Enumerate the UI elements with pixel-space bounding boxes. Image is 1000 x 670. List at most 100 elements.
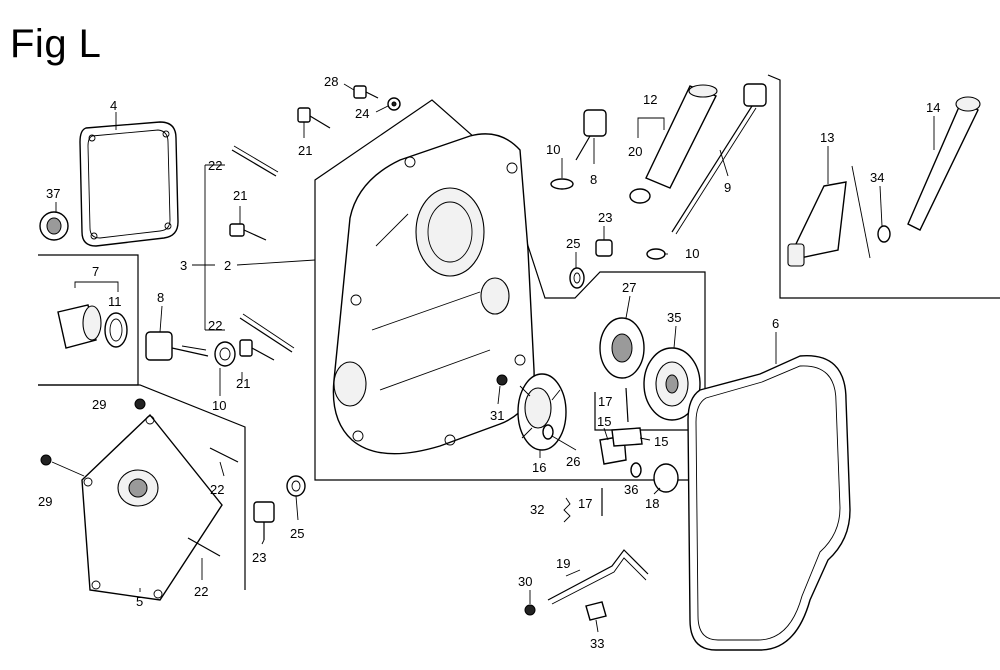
part-bolt-28 — [353, 85, 379, 99]
part-bearing-35 — [643, 347, 701, 421]
part-washer-10-top — [550, 178, 574, 190]
part-stud-22-lower-b — [187, 537, 221, 557]
part-weight-15-right — [611, 427, 643, 447]
callout-28: 28 — [324, 74, 338, 89]
part-bolt-21-top — [297, 107, 331, 129]
part-washer-34 — [877, 225, 891, 243]
callout-10-top: 10 — [546, 142, 560, 157]
part-washer-26 — [542, 424, 554, 440]
callout-29-lower: 29 — [38, 494, 52, 509]
leader-lines — [55, 83, 935, 633]
callout-33: 33 — [590, 636, 604, 651]
part-gasket-4 — [79, 121, 179, 247]
part-washer-10-left — [214, 341, 236, 367]
callout-21-top: 21 — [298, 143, 312, 158]
part-governor-arm-19 — [547, 549, 649, 605]
part-o-ring-11 — [104, 312, 128, 348]
callout-3: 3 — [180, 258, 187, 273]
part-bolt-8-right — [575, 109, 607, 161]
part-washer-10-right — [646, 248, 666, 260]
part-spring-32 — [563, 497, 571, 523]
callout-37: 37 — [46, 186, 60, 201]
part-nut-29-upper — [134, 398, 146, 410]
callout-10-left: 10 — [212, 398, 226, 413]
part-washer-25-lower — [286, 475, 306, 497]
callout-36: 36 — [624, 482, 638, 497]
callout-15-left: 15 — [597, 414, 611, 429]
callout-30: 30 — [518, 574, 532, 589]
part-side-cover-5 — [81, 413, 223, 601]
part-washer-25-mid — [569, 267, 585, 289]
callout-4: 4 — [110, 98, 117, 113]
callout-31: 31 — [490, 408, 504, 423]
part-nut-29-lower — [40, 454, 85, 477]
part-stud-22-lower-a — [209, 447, 239, 463]
part-oil-seal-37 — [39, 211, 69, 241]
figure-title: Fig L — [10, 22, 102, 66]
part-nut-24 — [387, 97, 401, 111]
part-stud-22-upper — [231, 145, 279, 177]
callout-5: 5 — [136, 594, 143, 609]
part-bolt-21-upper — [229, 223, 267, 241]
part-nut-31 — [496, 374, 508, 386]
part-washer-36 — [630, 462, 642, 478]
part-pin-17-upper — [625, 387, 629, 423]
callout-29-upper: 29 — [92, 397, 106, 412]
callout-6: 6 — [772, 316, 779, 331]
callout-10-right: 10 — [685, 246, 699, 261]
part-bolt-23-lower — [253, 501, 275, 540]
callout-7: 7 — [92, 264, 99, 279]
callout-24: 24 — [355, 106, 369, 121]
part-governor-shaft-14 — [907, 96, 981, 231]
callout-2: 2 — [224, 258, 231, 273]
part-governor-holder-13 — [787, 181, 847, 267]
callout-18: 18 — [645, 496, 659, 511]
part-governor-gear-16 — [517, 373, 567, 451]
callout-32: 32 — [530, 502, 544, 517]
callout-21-upper: 21 — [233, 188, 247, 203]
callout-35: 35 — [667, 310, 681, 325]
callout-14: 14 — [926, 100, 940, 115]
callout-34: 34 — [870, 170, 884, 185]
callout-16: 16 — [532, 460, 546, 475]
callout-20: 20 — [628, 144, 642, 159]
part-bolt-21-mid — [239, 339, 275, 361]
callout-26: 26 — [566, 454, 580, 469]
part-gasket-6 — [687, 355, 851, 651]
part-plug-7 — [57, 304, 102, 349]
callout-22-lower-a: 22 — [210, 482, 224, 497]
part-holder-18 — [653, 463, 679, 493]
callout-25-lower: 25 — [290, 526, 304, 541]
part-bearing-27 — [599, 317, 645, 379]
callout-labels: 4 37 7 11 8 10 21 22 22 21 3 2 21 28 24 … — [38, 74, 940, 651]
callout-8-right: 8 — [590, 172, 597, 187]
part-bolt-23-mid — [595, 239, 613, 257]
callout-22-upper: 22 — [208, 158, 222, 173]
part-crankcase-cover — [332, 133, 535, 455]
callout-23-mid: 23 — [598, 210, 612, 225]
callout-13: 13 — [820, 130, 834, 145]
part-stud-22-mid — [239, 313, 295, 353]
part-seal-20 — [629, 188, 651, 204]
callout-15-right: 15 — [654, 434, 668, 449]
callout-25-mid: 25 — [566, 236, 580, 251]
part-nut-30 — [524, 604, 536, 616]
callout-22-lower-b: 22 — [194, 584, 208, 599]
callout-12: 12 — [643, 92, 657, 107]
callout-9: 9 — [724, 180, 731, 195]
callout-17-upper: 17 — [598, 394, 612, 409]
callout-21-mid: 21 — [236, 376, 250, 391]
callout-17-lower: 17 — [578, 496, 592, 511]
part-dipstick-9 — [671, 83, 767, 235]
callout-27: 27 — [622, 280, 636, 295]
part-clip-33 — [585, 601, 607, 621]
callout-19: 19 — [556, 556, 570, 571]
part-bolt-8-left — [145, 331, 209, 361]
callout-11: 11 — [108, 294, 122, 309]
group-boundary-lines — [38, 74, 1000, 590]
callout-23-lower: 23 — [252, 550, 266, 565]
part-oil-filler-tube-12 — [645, 84, 718, 189]
callout-8-left: 8 — [157, 290, 164, 305]
callout-22-mid: 22 — [208, 318, 222, 333]
